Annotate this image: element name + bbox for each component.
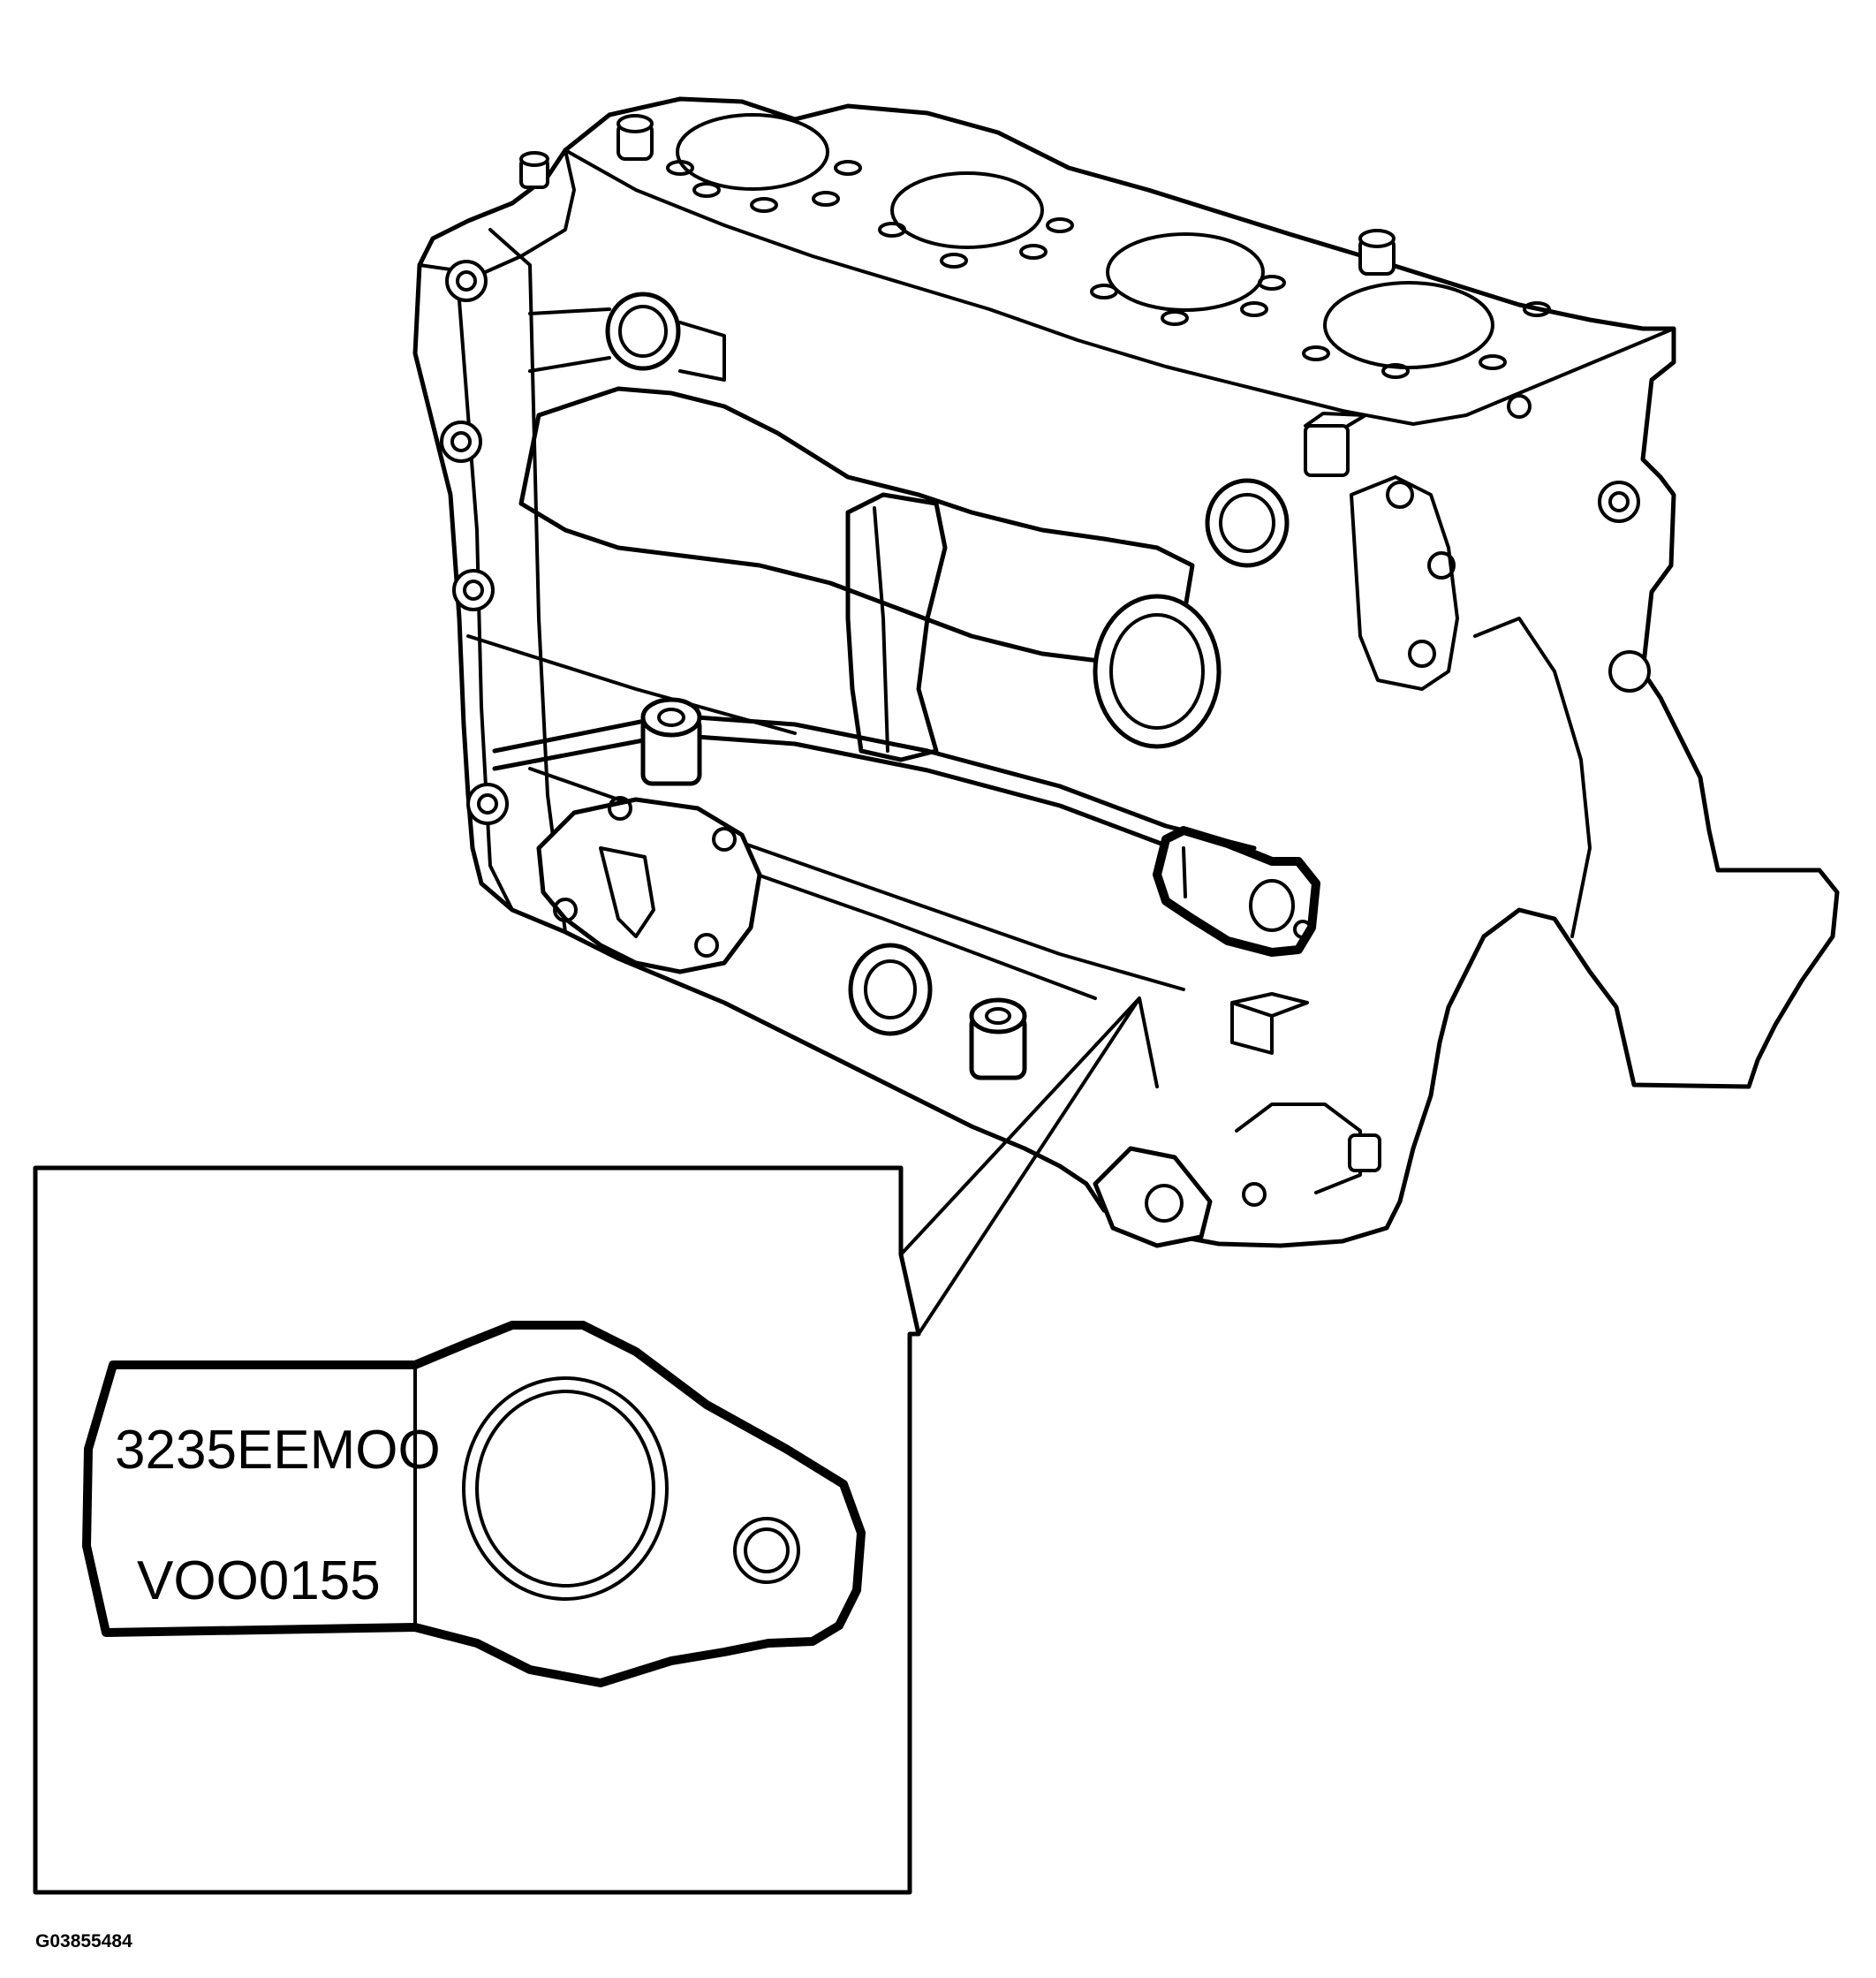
gasket-outline xyxy=(82,1321,866,1687)
main-bearing-web xyxy=(845,492,948,762)
gasket-bolt-hole xyxy=(733,1517,800,1584)
left-bolt-bosses xyxy=(440,260,509,825)
lower-boss xyxy=(969,997,1027,1080)
gasket-marking-line-2: VOO0155 xyxy=(137,1550,381,1611)
right-end-flange xyxy=(1350,394,1651,938)
engine-block xyxy=(412,96,1840,1336)
right-front-bore xyxy=(1093,594,1222,749)
figure-id: G03855484 xyxy=(35,1931,132,1951)
front-left-boss xyxy=(640,697,702,786)
water-jacket xyxy=(518,386,1195,665)
front-step-block xyxy=(1230,992,1309,1055)
lower-right-ear xyxy=(1093,1103,1381,1248)
lower-front-bore xyxy=(848,943,933,1036)
block-outline xyxy=(412,96,1840,1248)
dowel-pins xyxy=(519,114,1396,276)
gasket-marking-line-1: 3235EEMOO xyxy=(115,1420,441,1481)
cylinder-bores xyxy=(676,113,1494,369)
left-face-inner-2 xyxy=(488,228,567,934)
block-deck-edge xyxy=(564,148,1676,426)
cylinder-bore-4 xyxy=(1323,281,1494,369)
gasket-bore xyxy=(462,1376,669,1601)
oil-filter-mount xyxy=(536,796,762,974)
upper-left-port xyxy=(528,292,726,382)
cylinder-bore-3 xyxy=(1106,232,1265,312)
upper-right-bore xyxy=(1205,478,1290,568)
detail-inset: 3235EEMOO VOO0155 xyxy=(33,1165,921,1895)
inset-frame xyxy=(33,1165,921,1895)
oil-pressure-sensor xyxy=(1153,826,1320,957)
cylinder-bore-1 xyxy=(676,113,829,191)
callout-leader xyxy=(899,997,1159,1336)
cylinder-bore-2 xyxy=(890,171,1044,249)
deck-holes xyxy=(666,160,1551,379)
right-dowel xyxy=(1304,412,1367,477)
